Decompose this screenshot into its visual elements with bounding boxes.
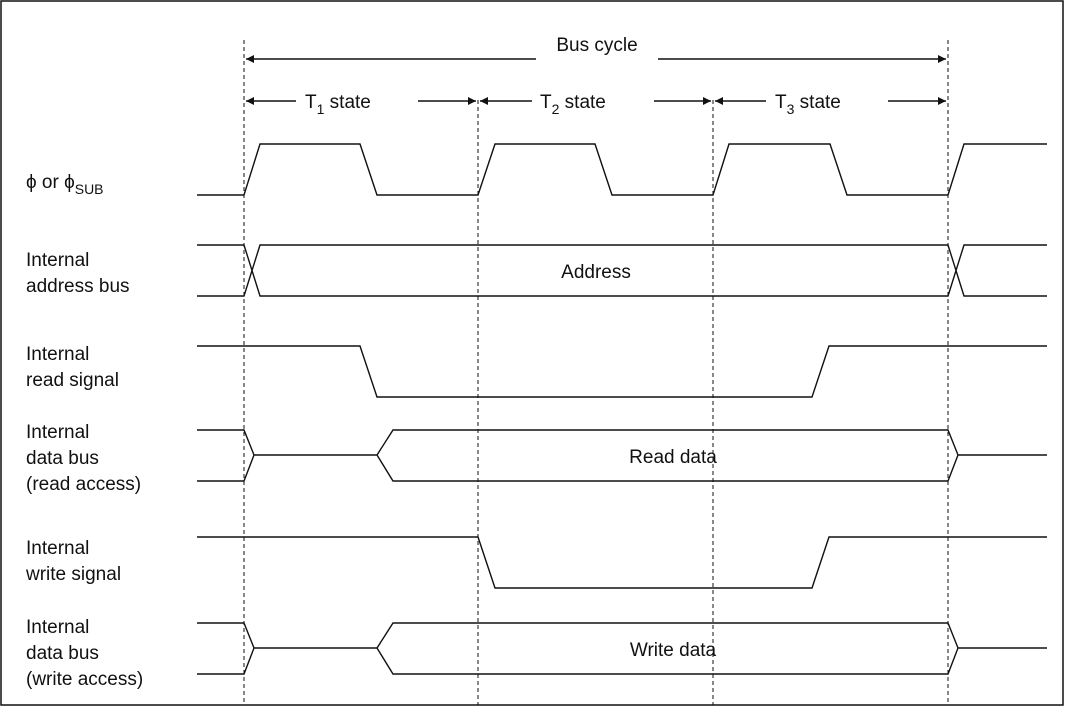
- write-data-bus-label-line2: data bus: [26, 643, 99, 664]
- address-bus-label-line1: Internal: [26, 250, 89, 271]
- address-bus-waveform: [197, 244, 1047, 297]
- write-data-bus-label-line3: (write access): [26, 669, 143, 690]
- clock-waveform: [197, 143, 1047, 196]
- read-data-bus-label-line1: Internal: [26, 422, 89, 443]
- write-data-bus-label-line1: Internal: [26, 617, 89, 638]
- address-bus-label-line2: address bus: [26, 276, 130, 297]
- address-value-label: Address: [561, 262, 631, 283]
- clock-signal-label: ϕ or ϕSUB: [26, 172, 104, 197]
- read-signal-label-line1: Internal: [26, 344, 89, 365]
- bus-cycle-label-bg: [536, 44, 658, 70]
- t1-state-label: T1 state: [305, 92, 371, 117]
- t2-state-label: T2 state: [540, 92, 606, 117]
- read-signal-label-line2: read signal: [26, 370, 119, 391]
- read-signal-waveform: [197, 345, 1047, 398]
- bus-cycle-label: Bus cycle: [556, 35, 637, 56]
- write-signal-waveform: [197, 536, 1047, 589]
- write-data-value-label: Write data: [630, 640, 717, 661]
- read-data-bus-label-line3: (read access): [26, 474, 141, 495]
- write-signal-label-line2: write signal: [25, 564, 121, 585]
- write-data-bus-waveform: [197, 622, 1047, 675]
- read-data-bus-waveform: [197, 429, 1047, 482]
- read-data-bus-label-line2: data bus: [26, 448, 99, 469]
- t3-state-label: T3 state: [775, 92, 841, 117]
- write-signal-label-line1: Internal: [26, 538, 89, 559]
- read-data-value-label: Read data: [629, 447, 717, 468]
